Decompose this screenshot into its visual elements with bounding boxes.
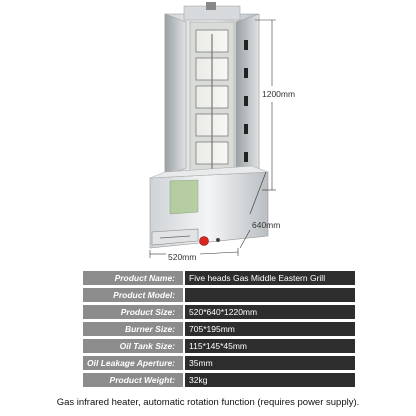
spec-label: Product Name: <box>83 271 184 285</box>
gas-control-knob[interactable] <box>199 236 221 246</box>
spec-value: 115*145*45mm <box>185 339 356 353</box>
burner-column <box>189 21 235 173</box>
spec-value: Five heads Gas Middle Eastern Grill <box>185 271 356 285</box>
spec-value: 705*195mm <box>185 322 356 336</box>
spec-label: Product Size: <box>83 305 184 319</box>
spec-row-product-model: Product Model: <box>83 288 356 302</box>
height-dimension-label: 1200mm <box>262 89 296 99</box>
spec-row-product-weight: Product Weight: 32kg <box>83 373 356 387</box>
spec-row-burner-size: Burner Size: 705*195mm <box>83 322 356 336</box>
width-dimension-label: 520mm <box>168 252 197 262</box>
spec-row-product-name: Product Name: Five heads Gas Middle East… <box>83 271 356 285</box>
grill-left-wing <box>164 13 187 177</box>
spec-value: 35mm <box>185 356 356 370</box>
grill-base-cabinet <box>149 165 269 249</box>
dimension-depth-line <box>239 171 267 249</box>
product-illustration <box>149 2 276 258</box>
product-caption: Gas infrared heater, automatic rotation … <box>56 397 360 408</box>
spec-label: Product Model: <box>83 288 184 302</box>
spec-row-product-size: Product Size: 520*640*1220mm <box>83 305 356 319</box>
spec-label: Oil Leakage Aperture: <box>83 356 184 370</box>
spec-label: Product Weight: <box>83 373 184 387</box>
dimension-height-line <box>255 19 276 191</box>
specifications-table: Product Name: Five heads Gas Middle East… <box>81 268 357 390</box>
spec-row-oil-tank-size: Oil Tank Size: 115*145*45mm <box>83 339 356 353</box>
dimension-width-line <box>149 248 239 258</box>
spec-row-oil-leakage-aperture: Oil Leakage Aperture: 35mm <box>83 356 356 370</box>
spec-label: Oil Tank Size: <box>83 339 184 353</box>
spec-value <box>185 288 356 302</box>
spec-value: 32kg <box>185 373 356 387</box>
grill-right-side <box>235 13 260 177</box>
spec-value: 520*640*1220mm <box>185 305 356 319</box>
depth-dimension-label: 640mm <box>252 220 281 230</box>
spec-label: Burner Size: <box>83 322 184 336</box>
